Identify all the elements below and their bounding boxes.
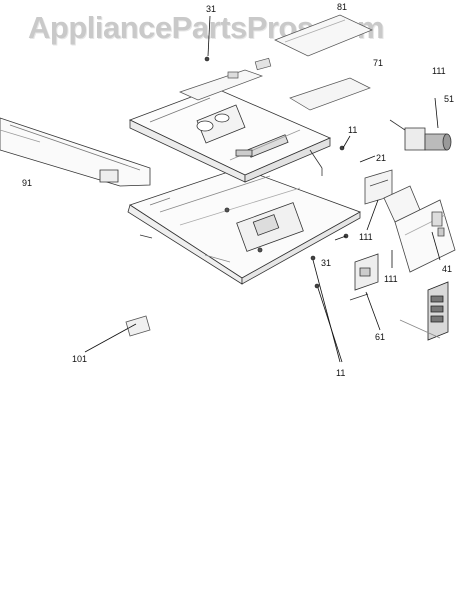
side-panel-part [0, 118, 150, 186]
chassis-base-tray [128, 168, 360, 284]
callout-41: 41 [442, 264, 452, 274]
callout-21: 21 [376, 153, 386, 163]
right-bracket-part [365, 170, 455, 272]
callout-11-lower: 11 [336, 368, 345, 378]
callout-101: 101 [72, 354, 87, 364]
motor-part [390, 120, 451, 150]
control-board-assembly [130, 88, 330, 182]
callout-31-mid: 31 [321, 258, 331, 268]
callout-111-mid: 111 [359, 232, 373, 242]
callout-labels: 31 81 71 111 51 11 21 91 111 31 41 111 6… [22, 2, 454, 378]
top-cover-part [275, 15, 372, 56]
callout-51: 51 [444, 94, 454, 104]
callout-81: 81 [337, 2, 347, 12]
callout-111-top: 111 [432, 66, 446, 76]
callout-91: 91 [22, 178, 32, 188]
callout-11-upper: 11 [348, 125, 357, 135]
leader-lines [84, 15, 441, 363]
upper-bracket-part [180, 58, 370, 110]
terminal-block-part [400, 282, 448, 340]
callout-71: 71 [373, 58, 383, 68]
callout-61: 61 [375, 332, 385, 342]
foot-part [126, 316, 150, 336]
switch-part [350, 254, 378, 300]
callout-111-low: 111 [384, 274, 398, 284]
callout-31-top: 31 [206, 4, 216, 14]
